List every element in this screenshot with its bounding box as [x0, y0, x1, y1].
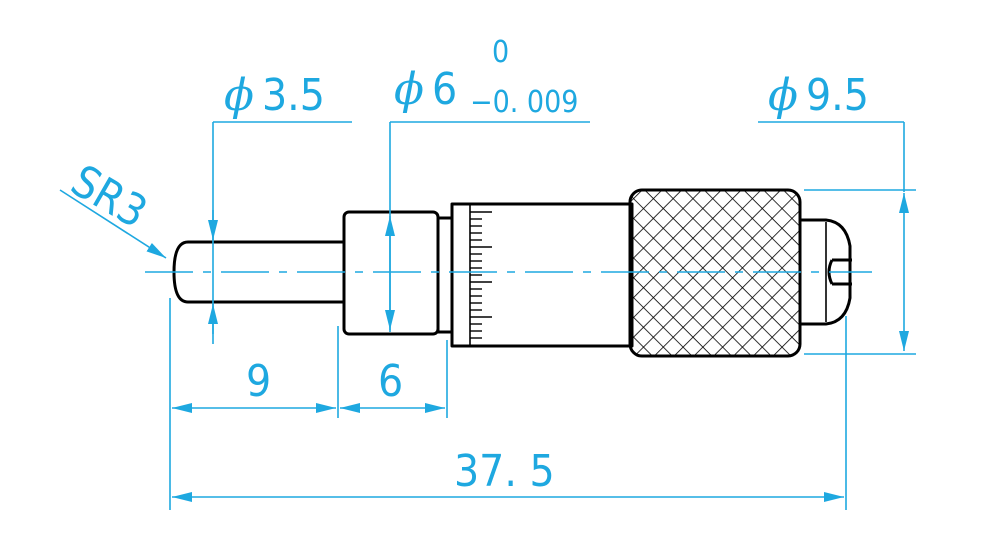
micrometer-part [172, 188, 852, 358]
graduation-scale [470, 211, 492, 339]
collar-ring [436, 216, 454, 334]
dimension-annotations [59, 121, 916, 510]
tip-radius-label: SR3 [63, 155, 156, 238]
sleeve-tolerance-upper: 0 [492, 35, 509, 70]
leader-tip-radius [59, 189, 167, 259]
overall-length-value: 37. 5 [454, 446, 555, 497]
spindle-diameter-value: 3.5 [262, 70, 325, 121]
thimble-diameter-value: 9.5 [806, 70, 869, 121]
spindle-length-value: 9 [246, 356, 271, 407]
phi-symbol-thimble: ϕ [768, 70, 798, 121]
sleeve-length-value: 6 [378, 356, 403, 407]
phi-symbol-spindle: ϕ [224, 70, 254, 121]
phi-symbol-sleeve: ϕ [394, 64, 424, 115]
sleeve-diameter-value: 6 [432, 64, 457, 115]
sleeve [342, 210, 440, 336]
sleeve-tolerance-lower: −0. 009 [470, 85, 578, 120]
knurled-thimble [628, 188, 802, 358]
